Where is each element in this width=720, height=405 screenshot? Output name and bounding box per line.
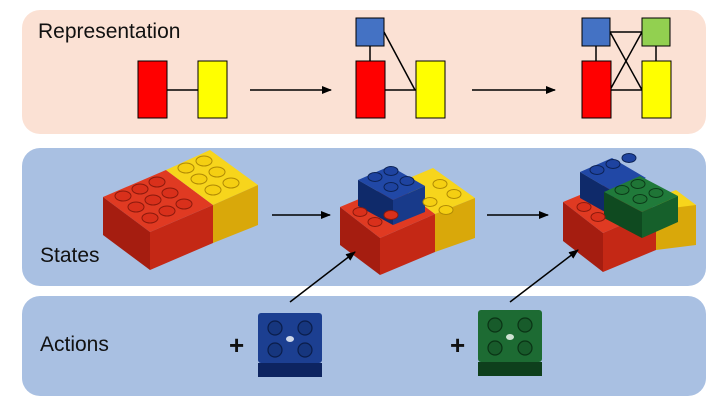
state-2-lego: [340, 166, 475, 275]
blue-node: [355, 17, 385, 47]
red-node: [137, 60, 168, 119]
state-3-lego: [563, 153, 696, 272]
yellow-node: [197, 60, 228, 119]
actions-label: Actions: [40, 333, 109, 356]
states-label: States: [40, 244, 100, 267]
yellow-brick-front: [213, 185, 258, 243]
edge: [609, 31, 643, 91]
yellow-node: [641, 60, 672, 119]
actions-panel: [22, 296, 706, 396]
green-brick-top: [604, 176, 678, 212]
yellow-brick-top: [395, 168, 475, 214]
blue-brick-front: [393, 186, 425, 225]
green-brick-side: [604, 192, 642, 238]
graph-1: [137, 60, 228, 119]
red-node: [581, 60, 612, 119]
plus-sign-2: +: [450, 330, 466, 360]
arrow-action-2: [509, 249, 579, 303]
yellow-node: [415, 60, 446, 119]
green-block-side: [478, 362, 542, 376]
red-brick-side: [340, 207, 380, 275]
arrow-action-1: [289, 251, 356, 303]
red-brick-front: [380, 214, 435, 275]
graph-2: [355, 17, 446, 119]
red-brick-front: [150, 205, 213, 270]
action-green-block: [478, 310, 542, 376]
green-block-highlight: [506, 334, 514, 340]
plus-sign-1: +: [229, 330, 245, 360]
action-blue-block: [258, 313, 322, 377]
blue-block-highlight: [286, 336, 294, 342]
edge: [383, 31, 416, 91]
green-node: [641, 17, 671, 47]
red-brick-side: [563, 202, 603, 272]
graph-3: [581, 17, 672, 119]
green-brick-front: [642, 196, 678, 238]
representation-label: Representation: [38, 20, 181, 43]
state-1-lego: [103, 150, 258, 270]
blue-node: [581, 17, 611, 47]
red-brick-side: [103, 197, 150, 270]
blue-block-side: [258, 363, 322, 377]
red-node: [355, 60, 386, 119]
